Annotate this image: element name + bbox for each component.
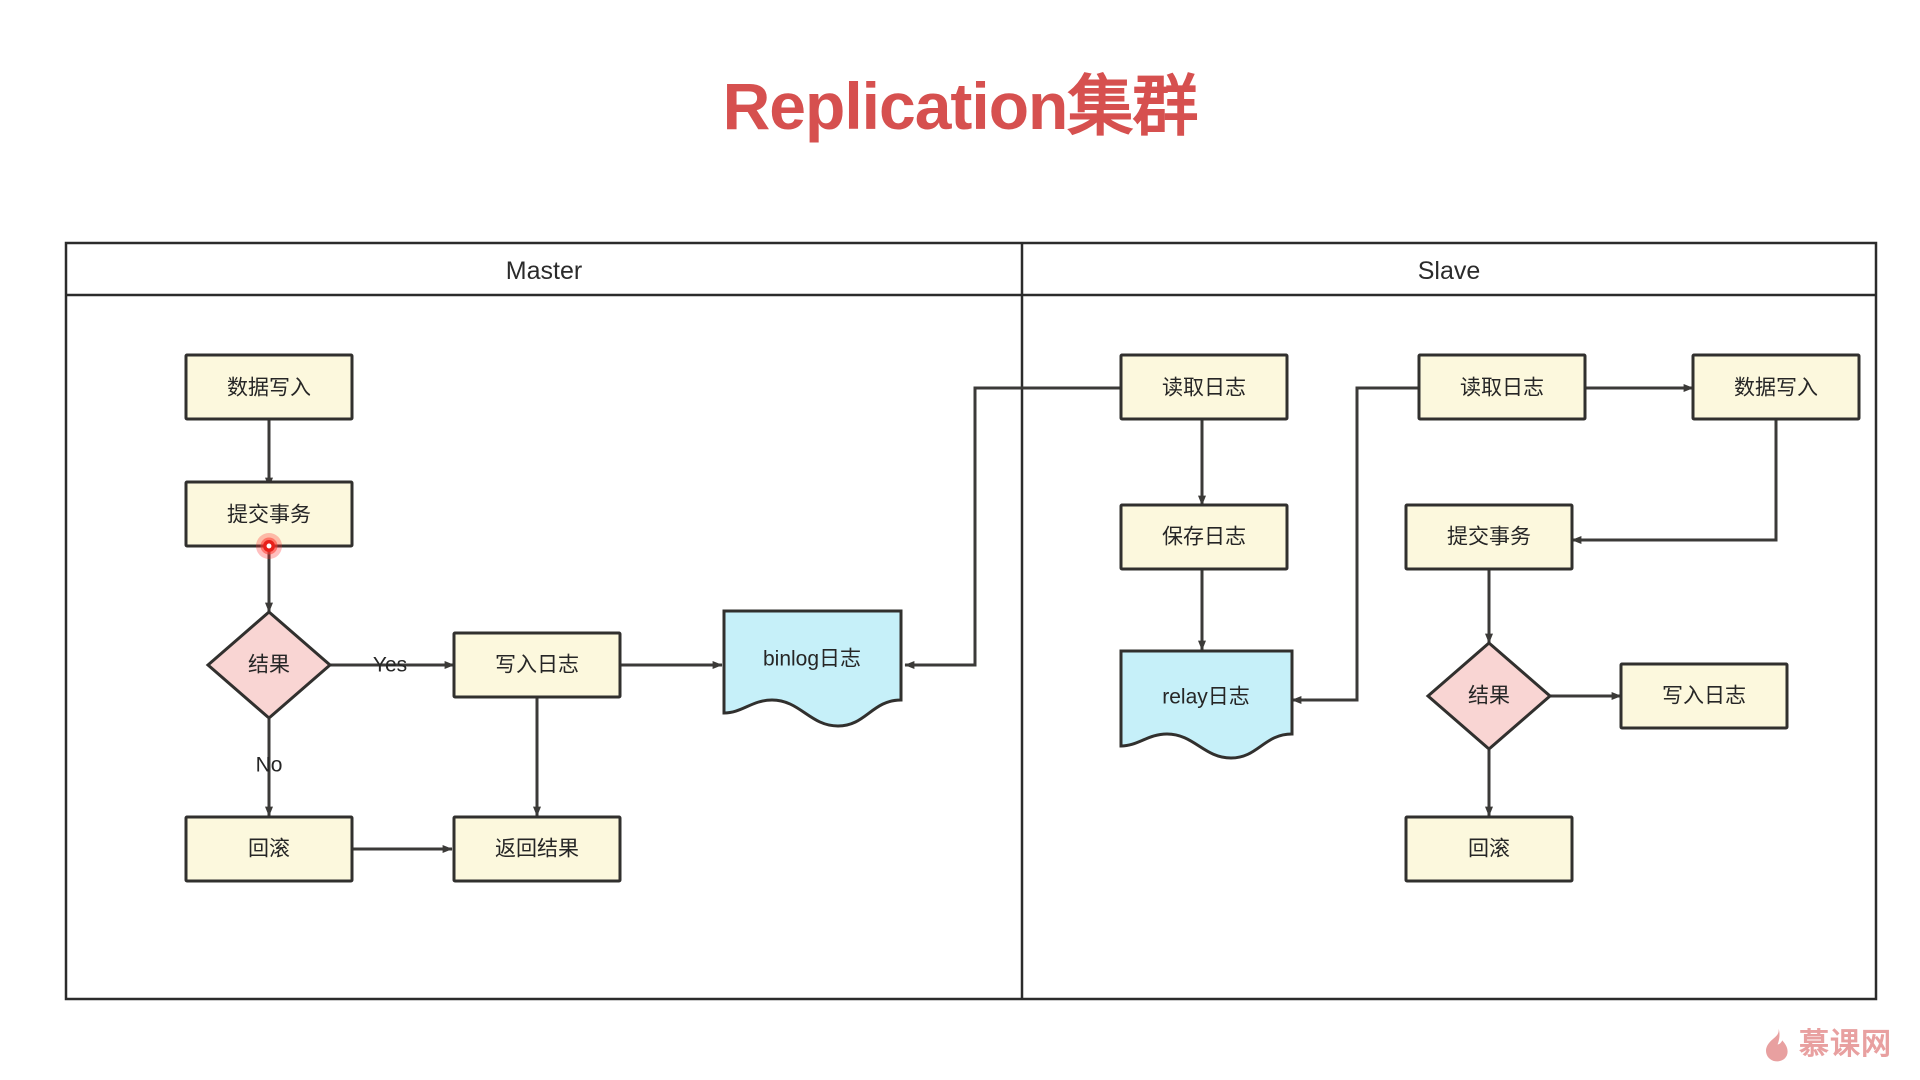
node-label: 回滚	[1468, 838, 1510, 861]
lane-outer-frame	[64, 241, 1878, 1001]
node-label: 写入日志	[1662, 685, 1746, 708]
node-label: 数据写入	[1734, 377, 1818, 400]
edge-slave-readlog-to-binlog	[904, 386, 1121, 669]
node-label: 读取日志	[1460, 377, 1544, 400]
slave-nodes: 读取日志 保存日志 relay日志 读取日志 数据写入 提交事务	[1119, 353, 1861, 883]
lane-container: Master Slave	[64, 241, 1878, 1001]
node-label: binlog日志	[763, 648, 861, 671]
node-slave-result[interactable]: 结果	[1425, 641, 1553, 751]
lane-title-master: Master	[506, 257, 582, 285]
slave-edges	[1198, 384, 1778, 817]
edge-label-no: No	[256, 754, 283, 777]
node-master-commit-tx[interactable]: 提交事务	[184, 480, 354, 548]
node-master-write-log[interactable]: 写入日志	[452, 631, 622, 699]
node-label: 提交事务	[227, 504, 311, 527]
node-master-binlog[interactable]: binlog日志	[722, 609, 903, 728]
node-slave-rollback[interactable]: 回滚	[1404, 815, 1574, 883]
watermark: 慕课网	[1763, 1028, 1892, 1062]
node-master-data-write[interactable]: 数据写入	[184, 353, 354, 421]
node-label: 结果	[1468, 685, 1510, 708]
node-slave-read-log-io[interactable]: 读取日志	[1119, 353, 1289, 421]
connection-point-marker[interactable]	[256, 533, 282, 559]
node-slave-data-write[interactable]: 数据写入	[1691, 353, 1861, 421]
lane-title-slave: Slave	[1418, 257, 1481, 285]
node-slave-write-log[interactable]: 写入日志	[1619, 662, 1789, 730]
node-label: 写入日志	[495, 654, 579, 677]
edge-label-yes: Yes	[373, 654, 407, 677]
node-label: 数据写入	[227, 377, 311, 400]
node-label: 提交事务	[1447, 526, 1531, 549]
page-title: Replication集群	[722, 69, 1199, 143]
edge-slave-relaylog-to-readlog-sql	[1291, 386, 1419, 704]
node-master-rollback[interactable]: 回滚	[184, 815, 354, 883]
master-nodes: 数据写入 提交事务 结果 写入日志 binlo	[184, 353, 903, 883]
node-label: 返回结果	[495, 838, 579, 861]
node-slave-commit-tx[interactable]: 提交事务	[1404, 503, 1574, 571]
node-slave-relay-log[interactable]: relay日志	[1119, 649, 1294, 760]
node-label: relay日志	[1162, 686, 1250, 709]
node-label: 回滚	[248, 838, 290, 861]
node-slave-save-log[interactable]: 保存日志	[1119, 503, 1289, 571]
node-label: 保存日志	[1162, 526, 1246, 549]
node-master-result[interactable]: 结果	[205, 610, 333, 720]
node-slave-read-log-sql[interactable]: 读取日志	[1417, 353, 1587, 421]
flame-icon	[1763, 1028, 1791, 1062]
master-edges: Yes No	[256, 386, 1121, 853]
node-label: 结果	[248, 654, 290, 677]
node-label: 读取日志	[1162, 377, 1246, 400]
node-master-return-result[interactable]: 返回结果	[452, 815, 622, 883]
edge-slave-datawrite-to-commit	[1571, 420, 1778, 544]
watermark-text: 慕课网	[1799, 1028, 1892, 1061]
